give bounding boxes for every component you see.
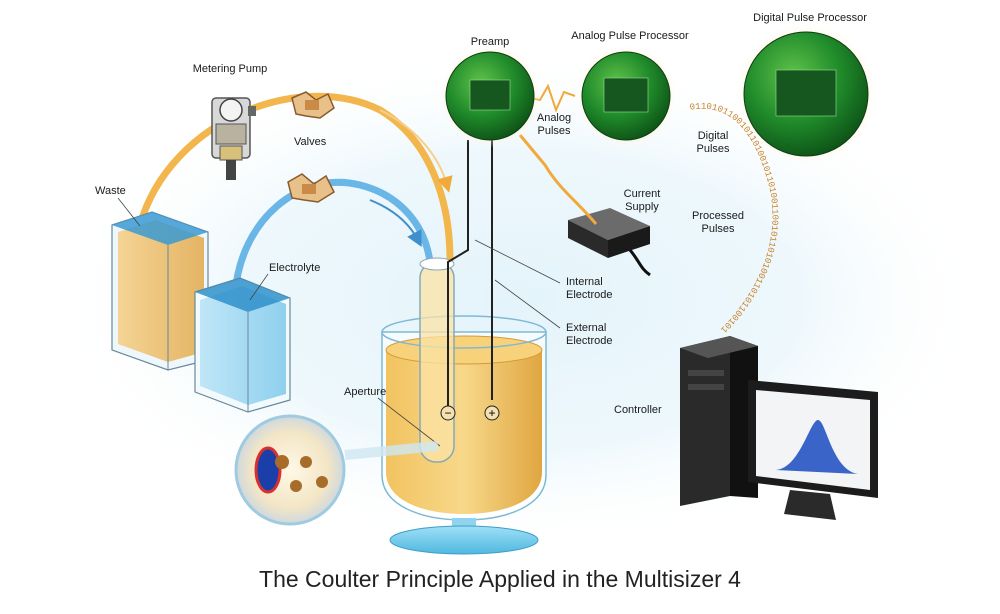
aperture-leader: [377, 397, 441, 447]
negative-sign: −: [444, 406, 451, 420]
digital-pulses-label: Digital Pulses: [696, 130, 730, 155]
electrolyte-leader: [249, 273, 269, 301]
analog-pulses-label: Analog Pulses: [536, 112, 572, 137]
analog-pulse-processor-label: Analog Pulse Processor: [571, 30, 689, 42]
metering-pump-label: Metering Pump: [192, 63, 268, 75]
electrolyte-label: Electrolyte: [269, 262, 321, 274]
controller-label: Controller: [614, 404, 662, 416]
waste-container: [111, 211, 209, 371]
digital-pulse-processor-chip: [734, 22, 878, 166]
processed-pulses-label: Processed Pulses: [692, 210, 744, 235]
external-electrode-leader: [494, 279, 561, 329]
valve-lower-icon: [287, 173, 335, 203]
positive-sign: +: [488, 406, 495, 420]
valve-upper-icon: [291, 91, 335, 119]
electrolyte-flow-arc: [231, 178, 434, 299]
figure-caption: The Coulter Principle Applied in the Mul…: [259, 566, 741, 592]
aperture-magnifier: [234, 414, 439, 526]
waste-label: Waste: [95, 185, 126, 197]
preamp-label: Preamp: [470, 36, 510, 48]
controller-computer: [680, 336, 758, 506]
waste-flow-arrow: [379, 109, 453, 193]
external-electrode-label: External Electrode: [566, 322, 613, 347]
electrolyte-container: [194, 277, 291, 413]
electrolyte-flow-arrow: [369, 199, 422, 248]
negative-electrode-icon: [440, 405, 456, 421]
current-supply-label: Current Supply: [623, 188, 661, 213]
metering-pump-icon: [211, 97, 256, 180]
valves-label: Valves: [294, 136, 327, 148]
internal-electrode-leader: [474, 239, 561, 284]
positive-electrode-icon: [484, 405, 500, 421]
controller-monitor: [748, 380, 878, 520]
analog-pulse-processor-chip: [574, 44, 678, 148]
preamp-chip: [438, 44, 542, 148]
current-supply-icon: [518, 134, 651, 277]
waste-flow-arc: [136, 92, 454, 264]
aperture-label: Aperture: [344, 386, 387, 398]
internal-electrode-label: Internal Electrode: [566, 276, 613, 301]
internal-electrode-wire: [447, 140, 469, 410]
digital-pulse-processor-label: Digital Pulse Processor: [753, 12, 867, 24]
waste-leader: [117, 197, 141, 227]
